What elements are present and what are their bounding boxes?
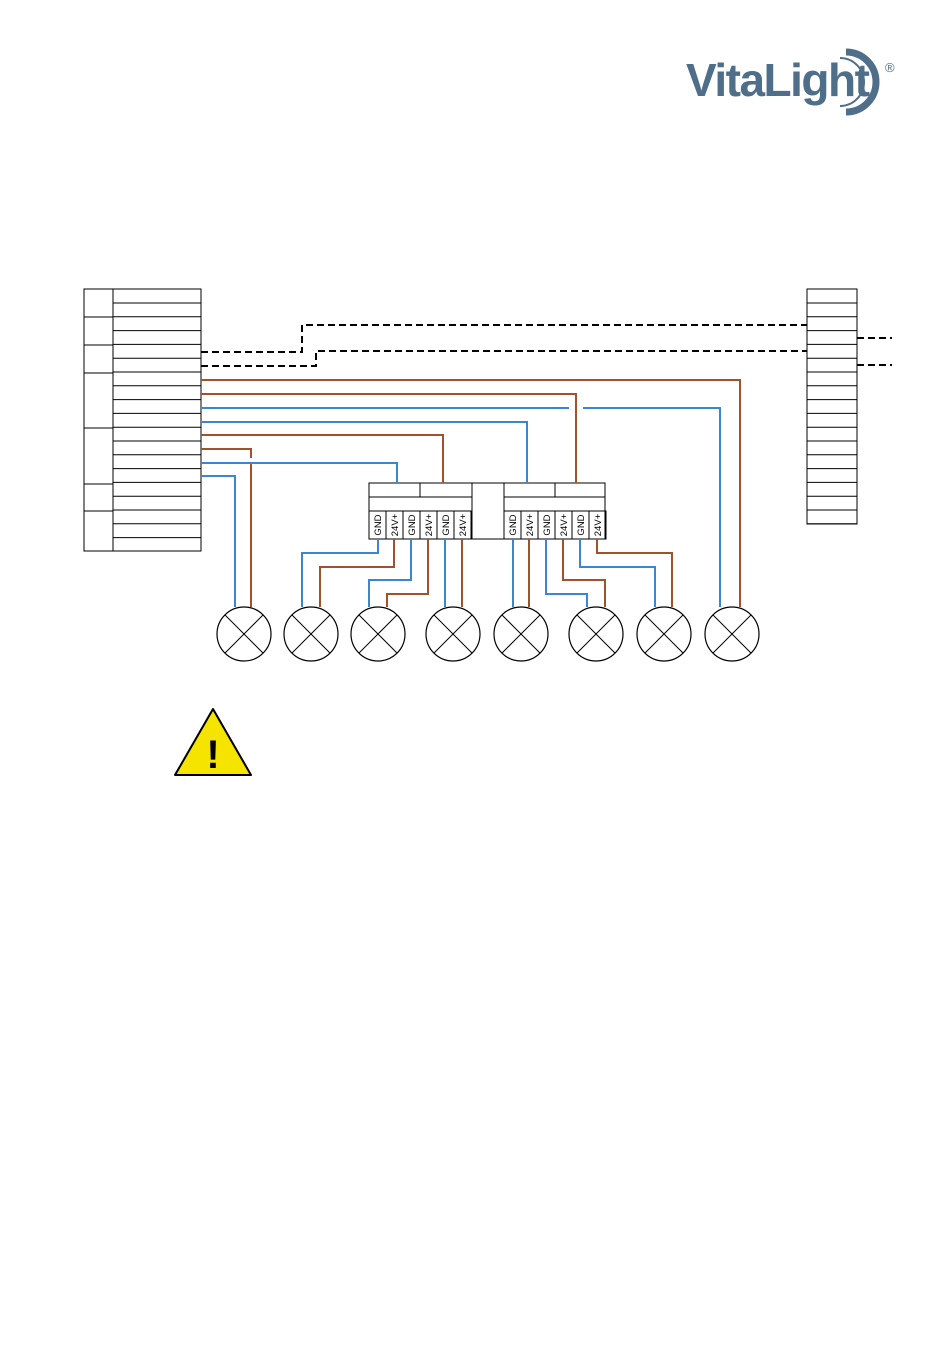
terminal-label: GND — [508, 514, 519, 535]
lamp-symbol-icon — [217, 607, 271, 661]
distribution-box — [369, 483, 606, 539]
terminal-label: 24V+ — [390, 513, 401, 536]
terminal-label: GND — [542, 514, 553, 535]
terminal-label: GND — [373, 514, 384, 535]
lamps — [217, 607, 759, 661]
terminal-label: 24V+ — [559, 513, 570, 536]
lamp-symbol-icon — [494, 607, 548, 661]
lamp-symbol-icon — [569, 607, 623, 661]
right-terminal-block — [807, 289, 857, 524]
left-terminal-block — [84, 289, 201, 551]
terminal-label: 24V+ — [525, 513, 536, 536]
lamp-symbol-icon — [351, 607, 405, 661]
warning-triangle-icon: ! — [175, 709, 251, 777]
terminal-label: GND — [576, 514, 587, 535]
terminal-label: 24V+ — [458, 513, 469, 536]
warning-exclamation: ! — [206, 733, 219, 777]
terminal-label: GND — [407, 514, 418, 535]
terminal-labels: GND 24V+ GND 24V+ GND 24V+ GND 24V+ GND 24V+ GND 24… — [373, 513, 604, 536]
signal-lines — [201, 325, 892, 366]
terminal-label: 24V+ — [424, 513, 435, 536]
terminal-label: GND — [441, 514, 452, 535]
lamp-symbol-icon — [426, 607, 480, 661]
lamp-symbol-icon — [284, 607, 338, 661]
lamp-symbol-icon — [705, 607, 759, 661]
terminal-label: 24V+ — [593, 513, 604, 536]
lamp-symbol-icon — [637, 607, 691, 661]
supply-wires — [201, 380, 740, 607]
lamp-wires — [302, 539, 672, 607]
